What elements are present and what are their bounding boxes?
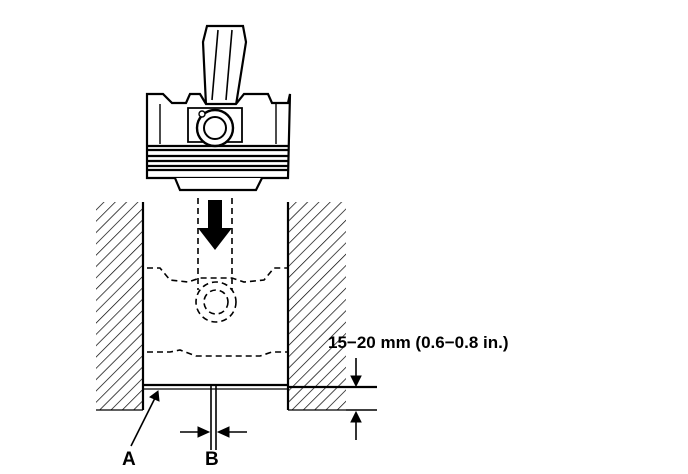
dimension-reference-lines: [288, 385, 377, 411]
dimension-label: 15−20 mm (0.6−0.8 in.): [328, 333, 509, 352]
callout-a-leader: [130, 390, 160, 447]
gap-arrow-left: [180, 426, 211, 438]
shim-band: [143, 383, 288, 450]
gap-arrow-right: [216, 426, 247, 438]
piston-pin: [195, 108, 235, 148]
piston-installed-outline: [147, 198, 288, 357]
dimension-arrow-top: [350, 358, 362, 388]
callout-a-label: A: [122, 449, 136, 470]
insert-direction-arrow: [198, 200, 232, 250]
connecting-rod: [201, 24, 248, 107]
dimension-arrow-bottom: [350, 410, 362, 440]
cylinder-wall-left: [96, 202, 145, 411]
cylinder-wall-right: [286, 202, 346, 411]
callout-b-label: B: [205, 449, 219, 470]
